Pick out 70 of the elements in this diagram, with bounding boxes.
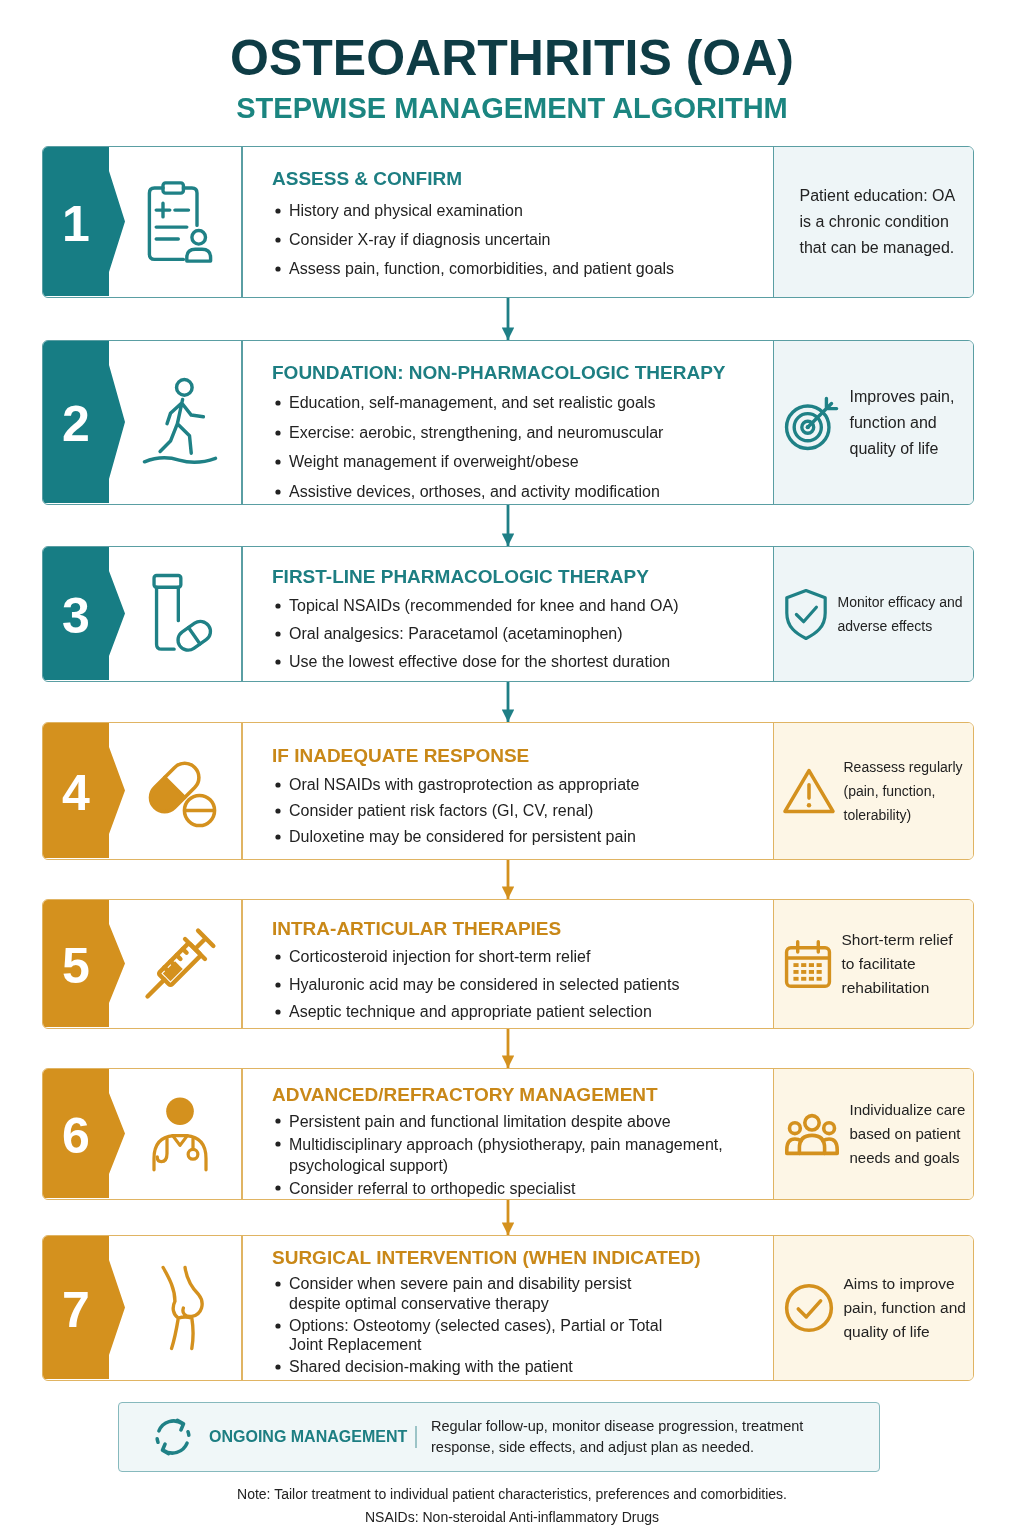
bullet-text: History and physical examination xyxy=(289,201,523,221)
arrow xyxy=(501,298,515,340)
bullet-text: Education, self-management, and set realistic goals xyxy=(289,393,656,413)
bullet-text: Use the lowest effective dose for the shortest duration xyxy=(289,652,671,672)
bullet-text: Topical NSAIDs (recommended for knee and hand OA) xyxy=(289,596,679,616)
step-number: 4 xyxy=(62,767,90,818)
step-card xyxy=(42,899,974,1029)
arrow xyxy=(501,1029,515,1068)
step-number: 1 xyxy=(62,198,90,249)
side-note-text: Patient education: OA is a chronic condition that can be managed. xyxy=(799,186,956,258)
step-heading: ASSESS & CONFIRM xyxy=(272,167,463,191)
arrow xyxy=(501,682,515,722)
bullet-text: Duloxetine may be considered for persistent pain xyxy=(289,827,636,847)
step-number: 3 xyxy=(62,590,90,641)
bullet-text: Corticosteroid injection for short-term relief xyxy=(289,947,591,967)
bullet-text: Persistent pain and functional limitation despite above xyxy=(289,1111,671,1132)
bullet-text: Assistive devices, orthoses, and activity modification xyxy=(289,481,660,502)
step-card xyxy=(42,340,974,505)
step-card xyxy=(42,546,974,682)
step-heading: ADVANCED/REFRACTORY MANAGEMENT xyxy=(272,1083,658,1107)
arrow xyxy=(501,505,515,546)
arrow xyxy=(501,860,515,899)
step-card xyxy=(42,1068,974,1200)
step-number: 5 xyxy=(62,940,90,991)
step-card xyxy=(42,1235,974,1381)
bullet-text: Weight management if overweight/obese xyxy=(289,452,579,472)
step-card xyxy=(42,146,974,298)
footnote: NSAIDs: Non-steroidal Anti-inflammatory Drugs xyxy=(364,1510,660,1525)
step-heading: FIRST-LINE PHARMACOLOGIC THERAPY xyxy=(272,565,649,589)
bullet-text: Consider referral to orthopedic specialist xyxy=(289,1178,576,1199)
side-note-text: Individualize care based on patient needs and goals xyxy=(849,1100,967,1168)
side-note-panel xyxy=(772,723,973,859)
side-note-panel xyxy=(772,147,973,297)
ongoing-management-panel xyxy=(118,1402,880,1472)
subtitle: STEPWISE MANAGEMENT ALGORITHM xyxy=(236,93,788,123)
bullet-text: Consider X-ray if diagnosis uncertain xyxy=(289,230,551,250)
bullet-text: Consider patient risk factors (GI, CV, renal) xyxy=(289,801,594,821)
step-number: 2 xyxy=(62,399,90,449)
bullet-text: Oral NSAIDs with gastroprotection as appropriate xyxy=(289,775,640,795)
bullet-text: Hyaluronic acid may be considered in selected patients xyxy=(289,974,680,995)
ongoing-text: Regular follow-up, monitor disease progression, treatment response, side effects, and adjust plan as needed. xyxy=(431,1416,805,1457)
step-heading: FOUNDATION: NON-PHARMACOLOGIC THERAPY xyxy=(272,361,726,385)
bullet-text: Aseptic technique and appropriate patient selection xyxy=(289,1002,652,1022)
step-number: 7 xyxy=(62,1284,90,1335)
step-heading: SURGICAL INTERVENTION (WHEN INDICATED) xyxy=(272,1246,701,1270)
bullet-text: Options: Osteotomy (selected cases), Partial or Total Joint Replacement xyxy=(289,1315,664,1355)
side-note-panel xyxy=(772,341,973,504)
side-note-text: Short-term relief to facilitate rehabilitation xyxy=(841,930,954,998)
step-number: 6 xyxy=(62,1110,90,1161)
side-note-panel xyxy=(772,900,973,1028)
bullet-text: Oral analgesics: Paracetamol (acetaminophen) xyxy=(289,624,623,644)
step-card xyxy=(42,722,974,860)
side-note-panel xyxy=(772,1069,973,1199)
bullet-text: Consider when severe pain and disability persist despite optimal conservative therapy xyxy=(289,1274,633,1314)
footnote: Note: Tailor treatment to individual patient characteristics, preferences and comorbidities. xyxy=(237,1487,787,1502)
arrow xyxy=(501,1200,515,1235)
bullet-text: Shared decision-making with the patient xyxy=(289,1357,573,1377)
bullet-text: Assess pain, function, comorbidities, and patient goals xyxy=(289,259,675,279)
side-note-panel xyxy=(772,1236,973,1380)
step-heading: IF INADEQUATE RESPONSE xyxy=(272,744,530,768)
side-note-text: Improves pain, function and quality of life xyxy=(849,386,956,459)
step-heading: INTRA-ARTICULAR THERAPIES xyxy=(272,917,562,941)
ongoing-heading: ONGOING MANAGEMENT xyxy=(209,1426,408,1447)
side-note-text: Aims to improve pain, function and quality of life xyxy=(843,1274,967,1342)
side-note-panel xyxy=(772,547,973,681)
side-note-text: Monitor efficacy and adverse effects xyxy=(837,593,964,636)
bullet-text: Exercise: aerobic, strengthening, and neuromuscular xyxy=(289,422,664,443)
title: OSTEOARTHRITIS (OA) xyxy=(230,33,794,83)
side-note-text: Reassess regularly (pain, function, tolerability) xyxy=(843,758,964,825)
bullet-text: Multidisciplinary approach (physiotherapy, pain management, psychological support) xyxy=(289,1134,724,1176)
